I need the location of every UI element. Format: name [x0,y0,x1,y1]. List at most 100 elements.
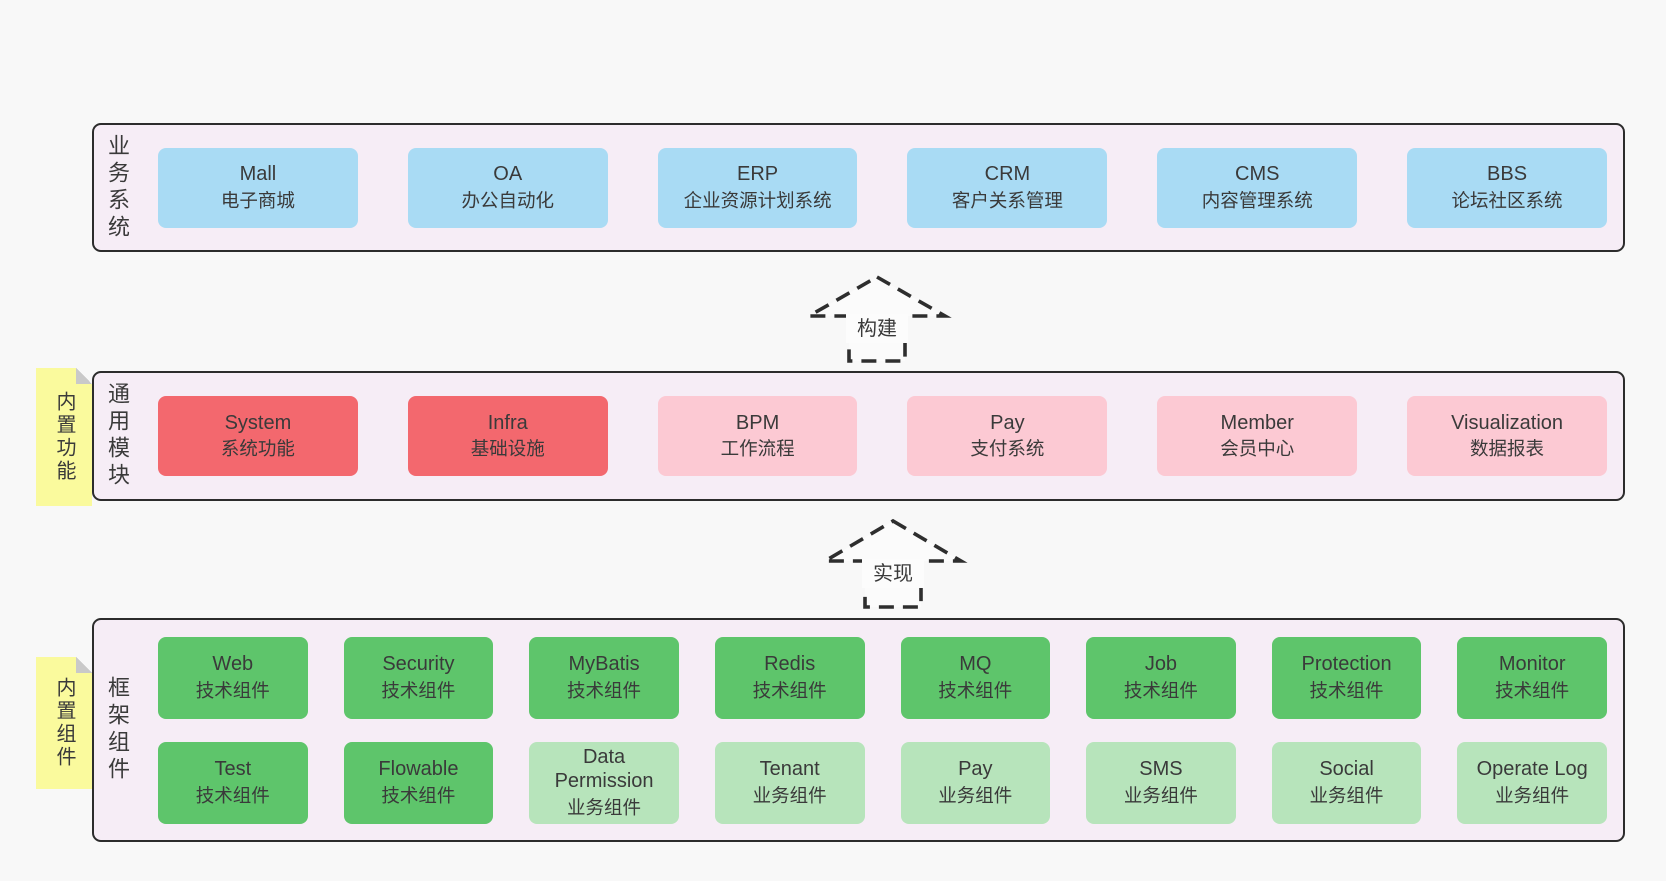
box-subtitle: 业务组件 [1495,784,1570,806]
box-tenant: Tenant 业务组件 [714,741,865,824]
box-infra: Infra 基础设施 [407,396,608,476]
box-sms: SMS 业务组件 [1086,741,1236,824]
box-title: BBS [1487,163,1528,186]
box-title: BPM [735,411,780,434]
band-business-label: 业务系统 [105,133,130,242]
band-business-systems: 业务系统 Mall 电子商城 OA 办公自动化 ERP 企业资源计划系统 CRM… [92,123,1625,252]
box-title: CRM [984,163,1031,186]
framework-box-rows: Web 技术组件 Security 技术组件 MyBatis 技术组件 Redi… [158,636,1607,824]
box-subtitle: 电子商城 [220,189,295,211]
box-subtitle: 系统功能 [220,438,295,460]
box-subtitle: 技术组件 [1309,679,1384,701]
box-title: ERP [737,163,779,186]
box-title: Member [1220,411,1294,434]
box-title: Flowable [378,758,459,781]
box-title: Protection [1301,653,1392,676]
band-framework-components: 框架组件 Web 技术组件 Security 技术组件 MyBatis 技术组件… [92,618,1625,842]
box-web: Web 技术组件 [158,636,308,719]
arrow-build-label: 构建 [857,317,897,340]
box-subtitle: 技术组件 [381,784,456,806]
sticky-functions-label: 内置功能 [53,391,75,483]
box-subtitle: 工作流程 [720,438,795,460]
box-title: Visualization [1451,411,1564,434]
box-subtitle: 技术组件 [195,679,270,701]
box-system: System 系统功能 [158,396,358,476]
box-subtitle: 客户关系管理 [951,189,1063,211]
box-flowable: Flowable 技术组件 [343,741,494,824]
box-mq: MQ 技术组件 [900,636,1051,719]
box-subtitle: 技术组件 [938,679,1013,701]
box-security: Security 技术组件 [343,636,494,719]
box-title: MyBatis [568,653,640,676]
box-visualization: Visualization 数据报表 [1407,396,1607,476]
band-modules-label: 通用模块 [105,382,130,490]
box-cms: CMS 内容管理系统 [1157,147,1358,228]
band-framework-label: 框架组件 [105,676,130,784]
box-title: MQ [959,653,992,676]
box-subtitle: 技术组件 [752,679,827,701]
box-title: Tenant [759,758,820,781]
box-title: Operate Log [1476,758,1588,781]
box-title: Job [1144,653,1178,676]
box-member: Member 会员中心 [1157,396,1358,476]
box-subtitle: 技术组件 [1495,679,1570,701]
box-social: Social 业务组件 [1271,741,1422,824]
box-title: Web [212,653,254,676]
arrow-implement-label: 实现 [873,562,913,585]
box-mall: Mall 电子商城 [158,147,358,228]
box-subtitle: 技术组件 [1123,679,1198,701]
box-data-permission: Data Permission 业务组件 [529,741,679,824]
box-title: CMS [1235,163,1280,186]
box-subtitle: 业务组件 [1123,784,1198,806]
box-subtitle: 企业资源计划系统 [683,189,832,211]
sticky-components-label: 内置组件 [53,677,75,769]
up-arrow-implement-icon: 实现 [818,518,968,609]
box-test: Test 技术组件 [158,741,308,824]
framework-row-1: Web 技术组件 Security 技术组件 MyBatis 技术组件 Redi… [158,636,1607,719]
box-protection: Protection 技术组件 [1271,636,1422,719]
box-redis: Redis 技术组件 [714,636,865,719]
sticky-note-built-in-components: 内置组件 [36,657,92,789]
box-bbs: BBS 论坛社区系统 [1407,147,1607,228]
box-job: Job 技术组件 [1086,636,1236,719]
box-subtitle: 论坛社区系统 [1451,189,1563,211]
box-subtitle: 会员中心 [1220,438,1295,460]
box-title: Infra [487,411,528,434]
box-title: Data Permission [554,746,654,792]
box-title: Pay [990,411,1025,434]
box-title: Redis [764,653,816,676]
box-subtitle: 技术组件 [381,679,456,701]
box-pay: Pay 支付系统 [907,396,1108,476]
box-title: System [224,411,292,434]
box-subtitle: 技术组件 [195,784,270,806]
box-subtitle: 支付系统 [970,438,1045,460]
box-pay-component: Pay 业务组件 [900,741,1051,824]
box-subtitle: 业务组件 [938,784,1013,806]
box-title: OA [493,163,523,186]
box-monitor: Monitor 技术组件 [1457,636,1607,719]
box-operate-log: Operate Log 业务组件 [1457,741,1607,824]
box-title: Test [214,758,252,781]
box-subtitle: 内容管理系统 [1201,189,1313,211]
box-subtitle: 业务组件 [752,784,827,806]
modules-box-row: System 系统功能 Infra 基础设施 BPM 工作流程 Pay 支付系统… [158,396,1607,476]
sticky-note-built-in-functions: 内置功能 [36,368,92,506]
box-title: Security [382,653,455,676]
box-title: Mall [239,163,277,186]
box-subtitle: 基础设施 [470,438,545,460]
framework-row-2: Test 技术组件 Flowable 技术组件 Data Permission … [158,741,1607,824]
box-oa: OA 办公自动化 [407,147,608,228]
up-arrow-build-icon: 构建 [802,274,952,363]
band-common-modules: 通用模块 System 系统功能 Infra 基础设施 BPM 工作流程 Pay… [92,371,1625,501]
box-title: Monitor [1498,653,1566,676]
box-erp: ERP 企业资源计划系统 [657,147,858,228]
box-title: Social [1319,758,1374,781]
box-subtitle: 数据报表 [1470,438,1545,460]
box-mybatis: MyBatis 技术组件 [529,636,679,719]
box-crm: CRM 客户关系管理 [907,147,1108,228]
box-title: Pay [958,758,993,781]
box-title: SMS [1139,758,1183,781]
box-subtitle: 办公自动化 [461,189,554,211]
box-subtitle: 业务组件 [567,796,642,818]
business-box-row: Mall 电子商城 OA 办公自动化 ERP 企业资源计划系统 CRM 客户关系… [158,147,1607,228]
